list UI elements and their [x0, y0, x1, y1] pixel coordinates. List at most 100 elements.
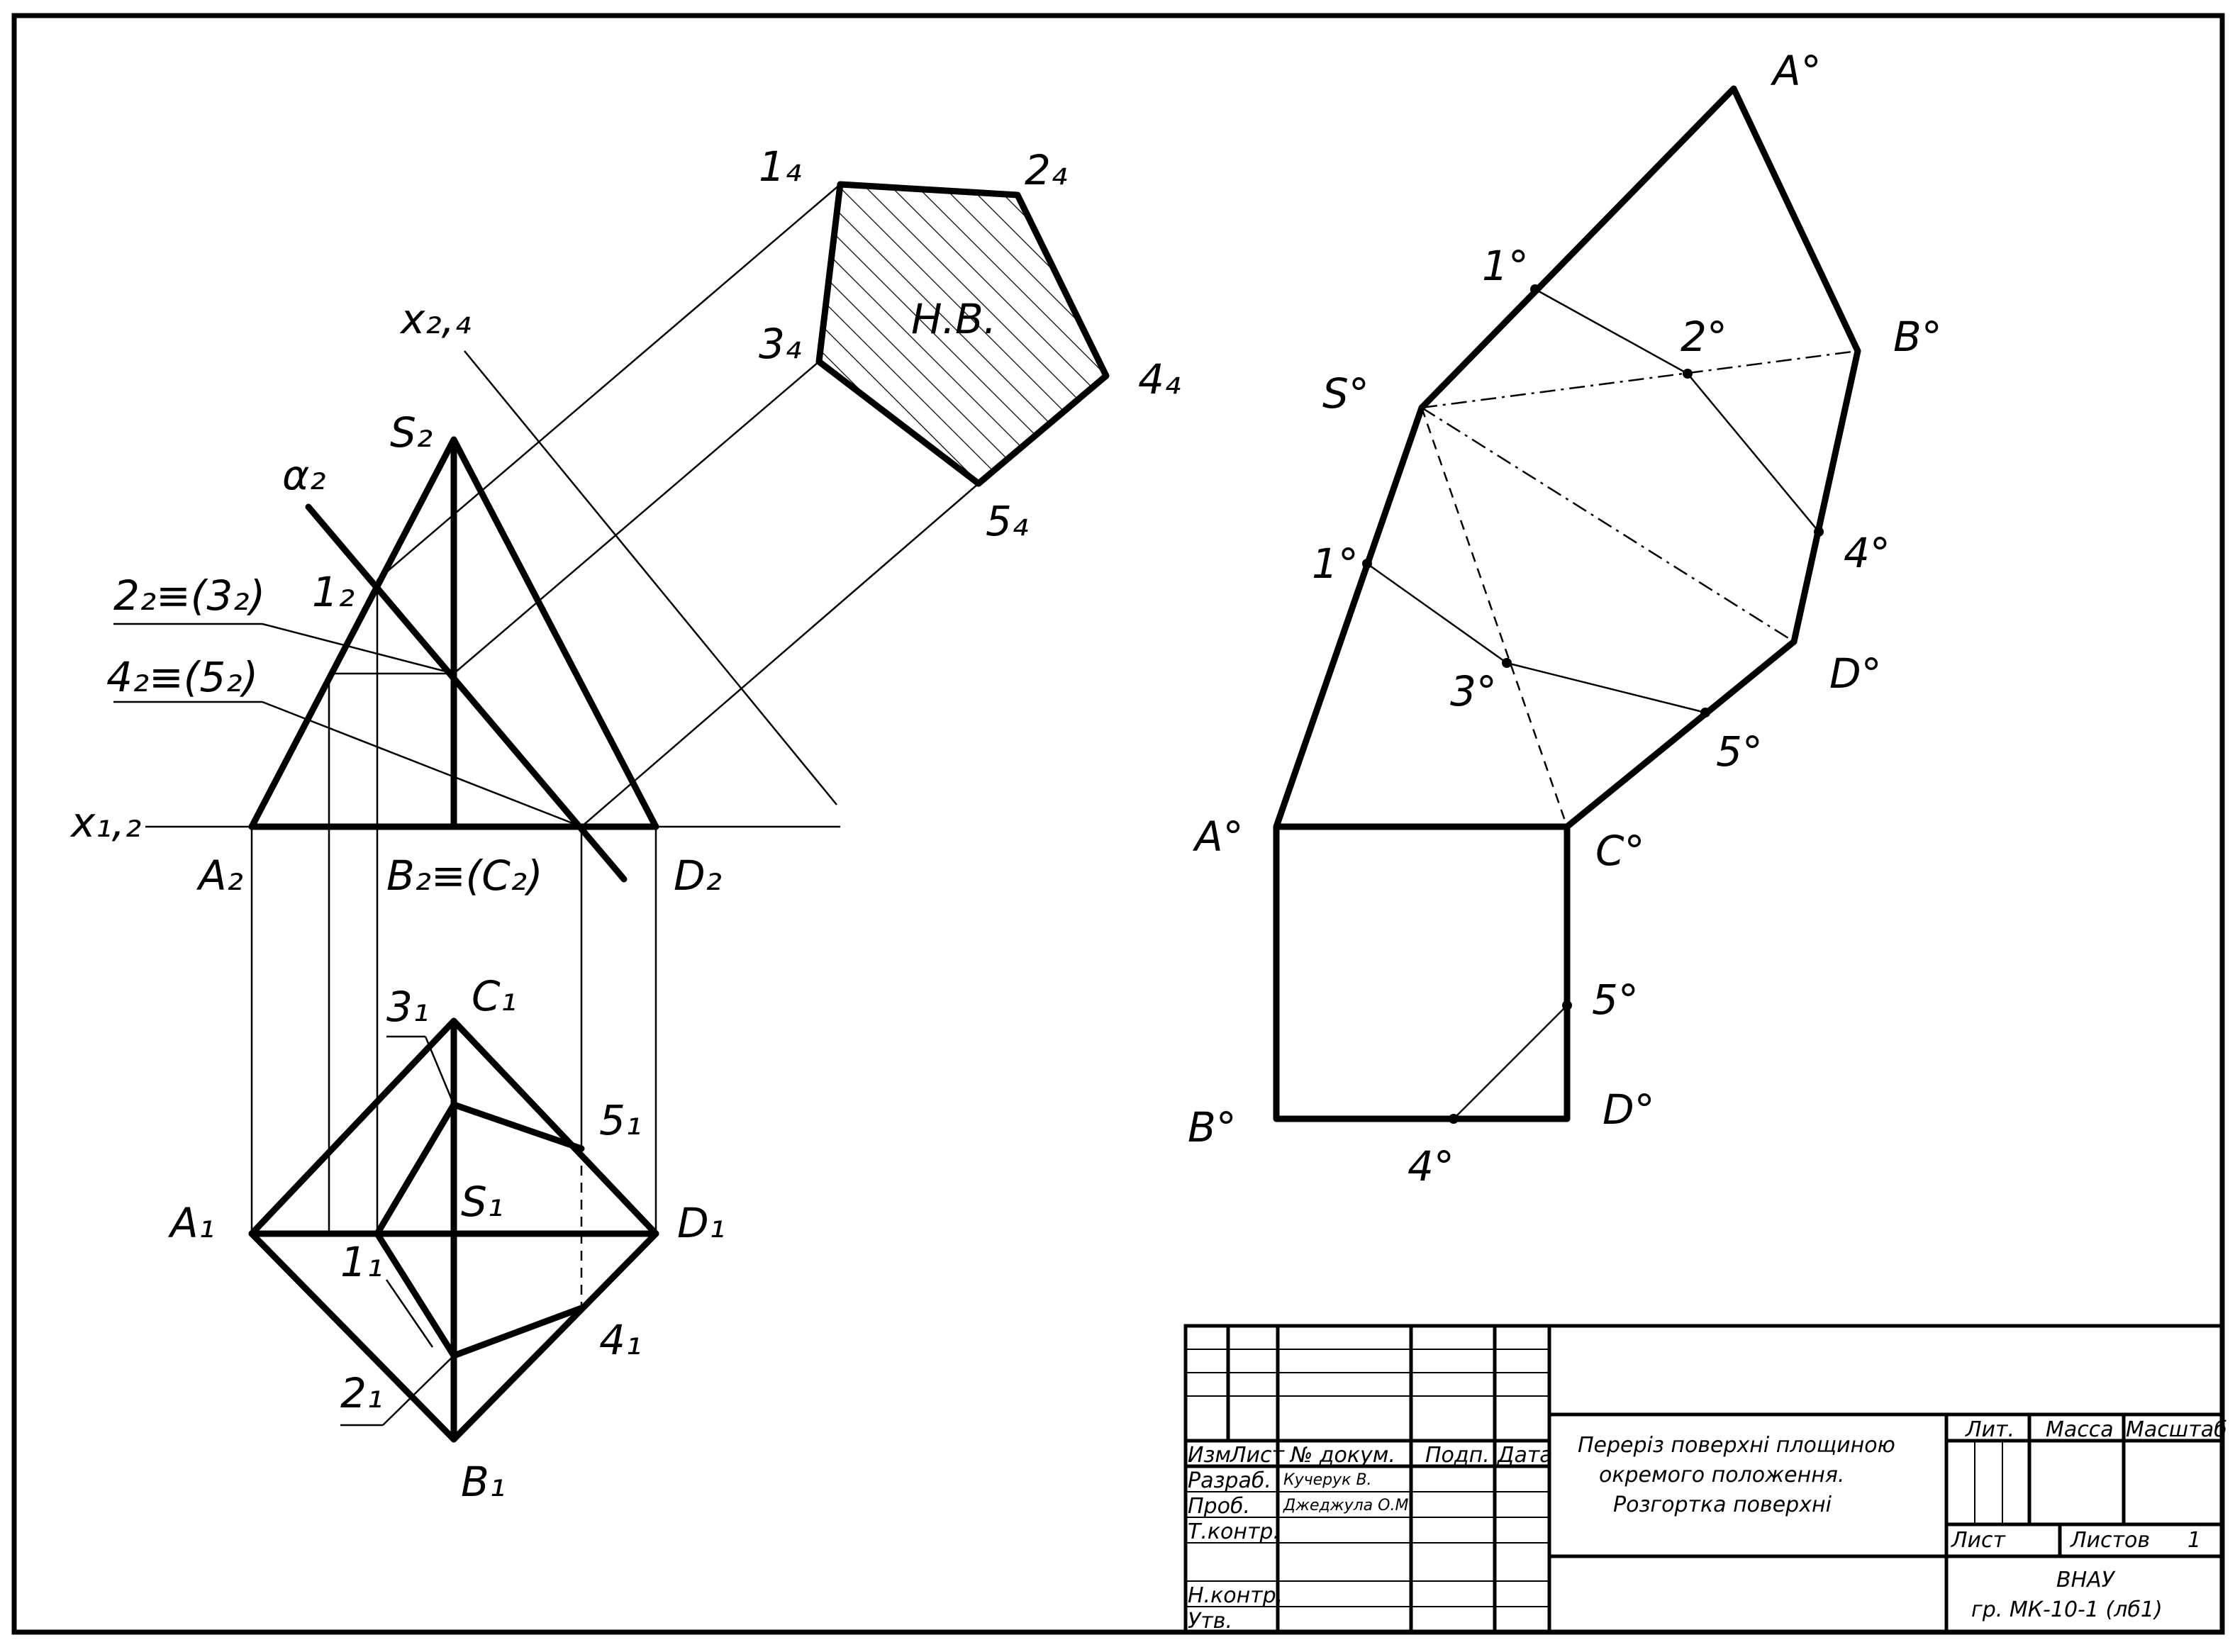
- label-S1: S₁: [461, 1178, 503, 1226]
- dev-fold-SD: [1421, 406, 1795, 643]
- tb-title-line-1: Переріз поверхні площиною: [1578, 1433, 1895, 1458]
- leader-23-b: [262, 623, 455, 675]
- tb-org-1: ВНАУ: [2056, 1568, 2116, 1592]
- label-dev-B-top: B°: [1893, 313, 1942, 361]
- tb-name-0: Кучерук В.: [1283, 1471, 1372, 1489]
- top-view: C₁ 3₁ 5₁ A₁ S₁ D₁ 1₁ 4₁ 2₁ B₁: [167, 972, 725, 1506]
- dev-base-cut-5-4: [1453, 1005, 1568, 1120]
- label-dev-1-mid: 1°: [1312, 540, 1359, 588]
- label-dev-5-base: 5°: [1592, 976, 1639, 1024]
- tb-col-list: Лист: [1230, 1443, 1286, 1468]
- tb-role-2: Т.контр.: [1188, 1519, 1280, 1544]
- dev-fold-SC: [1420, 407, 1568, 827]
- label-A1: A₁: [167, 1199, 215, 1247]
- label-x24: x₂,₄: [399, 295, 471, 343]
- label-4-1: 4₁: [599, 1316, 642, 1364]
- label-23-2: 2₂≡(3₂): [113, 571, 265, 620]
- dev-point-5-base: [1562, 1000, 1572, 1010]
- label-D2: D₂: [674, 852, 722, 900]
- label-dev-D-base: D°: [1603, 1085, 1655, 1134]
- front-view: x₁,₂ x₂,₄ α₂ S₂ 1₂ 2₂≡(3₂) 4₂≡(5₂) A₂ B₂…: [69, 184, 979, 1234]
- axis-x24: [464, 350, 837, 805]
- tb-org-2: гр. МК-10-1 (лб1): [1971, 1597, 2163, 1622]
- label-x12: x₁,₂: [69, 798, 141, 847]
- dev-point-5-top: [1700, 708, 1710, 718]
- dev-point-4-base: [1449, 1114, 1459, 1124]
- label-dev-5-top: 5°: [1716, 727, 1763, 776]
- dev-cut-2-4: [1687, 373, 1819, 532]
- dev-point-4-top: [1814, 527, 1824, 537]
- label-dev-D-top: D°: [1829, 649, 1882, 698]
- label-2-4: 2₄: [1025, 146, 1067, 194]
- surface-development: A° 1° 2° B° S° 1° 4° 3° D° 5° A° C° 5° B…: [1188, 47, 1942, 1190]
- proj-45-to-aux: [581, 483, 979, 827]
- tb-col-sign: Подп.: [1425, 1443, 1490, 1468]
- label-dev-2: 2°: [1681, 313, 1727, 361]
- label-1-2: 1₂: [312, 568, 355, 616]
- label-3-4: 3₄: [759, 320, 801, 368]
- leader-1-1: [385, 1279, 434, 1348]
- label-dev-B-base: B°: [1188, 1103, 1237, 1151]
- tb-role-0: Разраб.: [1188, 1468, 1271, 1493]
- label-dev-S: S°: [1322, 369, 1369, 418]
- label-alpha2: α₂: [282, 451, 325, 499]
- leader-45-b: [262, 701, 582, 828]
- dev-point-2: [1683, 369, 1693, 379]
- label-45-2: 4₂≡(5₂): [106, 653, 258, 701]
- label-BC2: B₂≡(C₂): [386, 852, 543, 900]
- tb-sheets-count: 1: [2187, 1528, 2201, 1553]
- tb-sheet: Лист: [1951, 1528, 2007, 1553]
- label-D1: D₁: [677, 1199, 725, 1247]
- label-dev-4-top: 4°: [1844, 529, 1890, 577]
- auxiliary-view: Н.В. 1₄ 2₄ 3₄ 4₄ 5₄: [759, 143, 1181, 545]
- tb-col-date: Дата: [1496, 1443, 1553, 1468]
- dev-fold-SB: [1421, 350, 1858, 409]
- dev-cut-1-3: [1366, 562, 1507, 664]
- label-dev-3: 3°: [1450, 667, 1497, 715]
- label-5-4: 5₄: [986, 497, 1028, 545]
- title-block: Изм Лист № докум. Подп. Дата Разраб. Куч…: [1183, 1324, 2227, 1634]
- label-S2: S₂: [390, 408, 433, 457]
- dev-point-1-mid: [1362, 559, 1372, 569]
- cutting-plane-alpha2: [305, 503, 628, 883]
- tb-col-izm: Изм: [1188, 1443, 1231, 1468]
- tb-title-line-2: окремого положення.: [1599, 1463, 1844, 1488]
- label-4-4: 4₄: [1138, 355, 1181, 403]
- section-true-size: [815, 181, 1110, 487]
- leader-2-1-b: [382, 1355, 455, 1426]
- dev-cut-3-5: [1506, 662, 1706, 714]
- sheet-frame: [11, 13, 2225, 1635]
- tb-sheets: Листов: [2070, 1528, 2150, 1553]
- label-B1: B₁: [461, 1458, 506, 1506]
- proj-1-to-aux: [377, 184, 841, 581]
- tb-mass: Масса: [2046, 1417, 2114, 1442]
- label-3-1: 3₁: [386, 983, 429, 1031]
- tb-scale: Масштаб: [2126, 1417, 2227, 1442]
- dev-point-3: [1502, 658, 1512, 668]
- proj-23-to-aux: [453, 361, 820, 674]
- label-1-1: 1₁: [340, 1238, 383, 1286]
- development-outline: [1273, 85, 1861, 830]
- label-A2: A₂: [196, 852, 243, 900]
- label-dev-A-top: A°: [1770, 47, 1822, 95]
- label-true-size: Н.В.: [911, 295, 996, 343]
- label-5-1: 5₁: [599, 1096, 642, 1144]
- tb-role-5: Утв.: [1188, 1609, 1232, 1634]
- label-C1: C₁: [472, 972, 517, 1020]
- label-dev-C-base: C°: [1595, 827, 1645, 875]
- leader-3-1-b: [424, 1036, 455, 1105]
- dev-point-1-top: [1530, 284, 1540, 294]
- label-dev-1-top: 1°: [1482, 242, 1529, 290]
- label-dev-4-base: 4°: [1408, 1142, 1454, 1190]
- dev-cut-1-2: [1534, 288, 1688, 375]
- label-2-1: 2₁: [340, 1369, 383, 1417]
- title-block-frame: [1183, 1324, 2224, 1634]
- tb-role-1: Проб.: [1188, 1494, 1250, 1519]
- tb-col-doc: № докум.: [1289, 1443, 1395, 1468]
- development-base-square: [1273, 823, 1571, 1122]
- label-1-4: 1₄: [759, 143, 801, 191]
- tb-lit: Лит.: [1965, 1417, 2014, 1442]
- tb-name-1: Джеджула О.М.: [1283, 1497, 1413, 1514]
- tb-role-4: Н.контр.: [1188, 1583, 1283, 1608]
